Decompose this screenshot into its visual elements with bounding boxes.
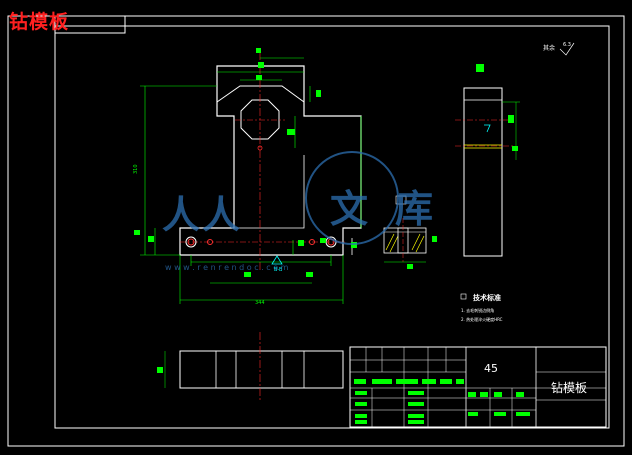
- material-text: 45: [484, 362, 498, 375]
- side-view[interactable]: [455, 64, 520, 257]
- roughness-symbol-icon: [559, 42, 575, 56]
- section-marker: B-B: [271, 255, 283, 273]
- svg-text:文: 文: [330, 187, 368, 231]
- section-detail[interactable]: [383, 195, 437, 269]
- dim-width-344: 344: [255, 300, 265, 306]
- sheet-inner-border: [54, 25, 610, 429]
- tech-item-1: 1. 去毛刺锐边倒角: [461, 307, 494, 313]
- dim-height-310: 310: [133, 164, 139, 174]
- bottom-view[interactable]: [157, 332, 344, 400]
- sheet-outer-border: [7, 15, 625, 447]
- sheet-number-box: [54, 15, 126, 34]
- tech-requirements: 技术标准 1. 去毛刺锐边倒角 2. 热处理淬火硬度HRC: [460, 293, 503, 322]
- weld-symbol-icon: [484, 124, 491, 133]
- roughness-value: 6.3: [563, 42, 571, 48]
- inner-slot: [234, 155, 305, 229]
- front-dimensions: [140, 57, 362, 304]
- tech-heading: 技术标准: [473, 293, 501, 302]
- watermark-url: w w w . r e n r e n d o c . c o m: [165, 263, 289, 272]
- svg-text:人人: 人人: [162, 193, 242, 237]
- bolt-hole-left[interactable]: [185, 236, 213, 248]
- octagon-hole: [240, 99, 280, 140]
- tech-item-2: 2. 热处理淬火硬度HRC: [461, 316, 503, 322]
- center-mark: [257, 145, 263, 151]
- svg-text:库: 库: [395, 187, 433, 231]
- roughness-note: 其余: [543, 44, 555, 52]
- svg-text:B-B: B-B: [274, 267, 283, 273]
- front-view[interactable]: [179, 52, 362, 272]
- overlay-title: 钻模板: [9, 11, 70, 33]
- part-name-text: 钻模板: [551, 380, 587, 395]
- side-view-label-box: [476, 64, 484, 72]
- watermark-logo: 人人 文 库 w w w . r e n r e n d o c . c o m: [162, 151, 433, 272]
- top-chamfer: [216, 85, 305, 103]
- title-block[interactable]: 45 钻模板: [349, 346, 607, 428]
- dimension-text-blocks: [134, 48, 357, 277]
